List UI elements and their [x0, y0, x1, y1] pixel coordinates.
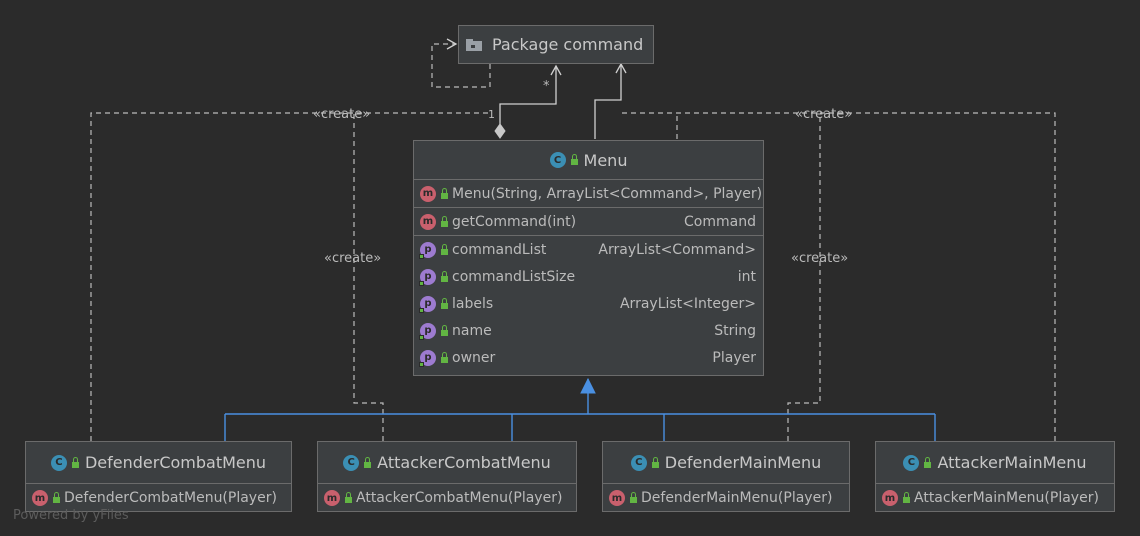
public-lock-icon: [345, 492, 352, 503]
fields-section: p commandList ArrayList<Command> p comma…: [414, 235, 763, 371]
create-label: «create»: [313, 107, 371, 122]
method-type: Command: [684, 213, 756, 230]
method-icon: m: [32, 490, 48, 506]
constructors-section: m Menu(String, ArrayList<Command>, Playe…: [414, 179, 763, 207]
public-lock-icon: [53, 492, 60, 503]
multiplicity-one-label: 1: [488, 108, 495, 121]
constructor-signature: AttackerCombatMenu(Player): [356, 490, 563, 506]
public-lock-icon: [441, 324, 448, 336]
menu-package-dependency-edge: [594, 62, 627, 139]
field-type: ArrayList<Command>: [598, 241, 756, 258]
yfiles-watermark: Powered by yFiles: [13, 508, 129, 523]
class-title: AttackerCombatMenu: [377, 453, 551, 472]
create-label: «create»: [795, 107, 853, 122]
public-lock-icon: [570, 154, 578, 165]
public-lock-icon: [441, 187, 448, 199]
create-edge-attacker-combat: [353, 113, 384, 441]
field-name: labels: [452, 295, 494, 312]
method-icon: m: [882, 490, 898, 506]
composition-diamond: [494, 123, 506, 139]
constructor-row[interactable]: m DefenderMainMenu(Player): [603, 484, 849, 512]
class-header: C DefenderCombatMenu: [26, 442, 291, 483]
class-icon: C: [50, 454, 67, 471]
field-type: Player: [712, 349, 756, 366]
class-icon: C: [903, 454, 920, 471]
class-title: Menu: [583, 150, 628, 170]
class-header: C DefenderMainMenu: [603, 442, 849, 483]
class-header: C AttackerCombatMenu: [318, 442, 576, 483]
field-name: commandList: [452, 241, 547, 258]
field-row[interactable]: p commandListSize int: [414, 263, 763, 290]
public-lock-icon: [364, 456, 372, 468]
field-name: name: [452, 322, 492, 339]
create-label: «create»: [791, 251, 849, 266]
class-icon: C: [549, 152, 566, 168]
defender-main-menu-node[interactable]: C DefenderMainMenu m DefenderMainMenu(Pl…: [602, 441, 850, 512]
constructor-signature: DefenderCombatMenu(Player): [64, 490, 277, 506]
field-name: owner: [452, 349, 496, 366]
property-icon: p: [419, 241, 436, 259]
field-type: ArrayList<Integer>: [619, 295, 756, 312]
method-row[interactable]: m getCommand(int) Command: [414, 208, 763, 235]
composition-edge: [499, 64, 562, 124]
public-lock-icon: [441, 270, 448, 282]
class-title: AttackerMainMenu: [937, 453, 1087, 472]
field-row[interactable]: p name String: [414, 317, 763, 344]
public-lock-icon: [71, 456, 79, 468]
multiplicity-many-label: *: [543, 79, 550, 94]
menu-class-node[interactable]: C Menu m Menu(String, ArrayList<Command>…: [413, 140, 764, 376]
constructor-signature: Menu(String, ArrayList<Command>, Player): [452, 185, 763, 202]
attacker-main-menu-node[interactable]: C AttackerMainMenu m AttackerMainMenu(Pl…: [875, 441, 1115, 512]
method-icon: m: [324, 490, 340, 506]
method-icon: m: [609, 490, 625, 506]
method-name: getCommand(int): [452, 213, 577, 230]
constructor-row[interactable]: m AttackerCombatMenu(Player): [318, 484, 576, 512]
defender-combat-menu-node[interactable]: C DefenderCombatMenu m DefenderCombatMen…: [25, 441, 292, 512]
constructor-row[interactable]: m DefenderCombatMenu(Player): [26, 484, 291, 512]
field-type: int: [737, 268, 756, 285]
constructor-signature: DefenderMainMenu(Player): [641, 490, 833, 506]
method-icon: m: [420, 185, 436, 202]
method-icon: m: [420, 213, 436, 230]
attacker-combat-menu-node[interactable]: C AttackerCombatMenu m AttackerCombatMen…: [317, 441, 577, 512]
methods-section: m getCommand(int) Command: [414, 207, 763, 235]
public-lock-icon: [630, 492, 637, 503]
create-edge-attacker-main: [622, 112, 1056, 441]
create-label: «create»: [324, 251, 382, 266]
folder-icon: [466, 38, 482, 51]
field-row[interactable]: p commandList ArrayList<Command>: [414, 236, 763, 263]
create-edge-defender-main: [787, 113, 821, 441]
public-lock-icon: [441, 351, 448, 363]
class-title: DefenderMainMenu: [664, 453, 822, 472]
property-icon: p: [419, 322, 436, 340]
public-lock-icon: [924, 456, 932, 468]
package-self-dependency-edge: [431, 38, 491, 88]
class-header: C Menu: [414, 141, 763, 179]
property-icon: p: [419, 349, 436, 367]
field-row[interactable]: p owner Player: [414, 344, 763, 371]
class-icon: C: [343, 454, 360, 471]
public-lock-icon: [651, 456, 659, 468]
constructor-row[interactable]: m AttackerMainMenu(Player): [876, 484, 1114, 512]
constructor-row[interactable]: m Menu(String, ArrayList<Command>, Playe…: [414, 180, 763, 207]
public-lock-icon: [441, 297, 448, 309]
package-title: Package command: [492, 35, 644, 54]
public-lock-icon: [441, 243, 448, 255]
property-icon: p: [419, 295, 436, 313]
public-lock-icon: [441, 215, 448, 227]
class-icon: C: [630, 454, 647, 471]
constructor-signature: AttackerMainMenu(Player): [914, 490, 1099, 506]
field-row[interactable]: p labels ArrayList<Integer>: [414, 290, 763, 317]
public-lock-icon: [903, 492, 910, 503]
field-type: String: [714, 322, 756, 339]
class-title: DefenderCombatMenu: [84, 453, 267, 472]
package-command-node[interactable]: Package command: [458, 25, 654, 64]
class-header: C AttackerMainMenu: [876, 442, 1114, 483]
property-icon: p: [419, 268, 436, 286]
field-name: commandListSize: [452, 268, 576, 285]
create-edge-defender-combat: [90, 112, 490, 441]
